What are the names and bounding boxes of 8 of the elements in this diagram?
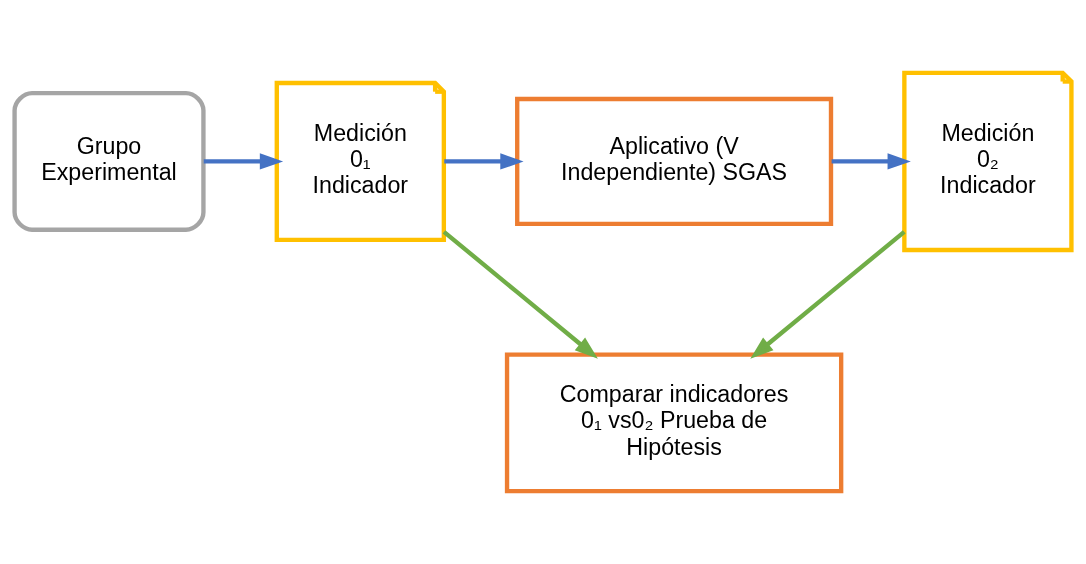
node-box: Grupo Experimental (12, 90, 206, 232)
node-box: Aplicativo (V Independiente) SGAS (515, 96, 834, 227)
arrow (444, 153, 524, 170)
node-box: Comparar indicadores 0₁ vs0₂ Prueba de Hipótesis (504, 352, 844, 494)
arrow (831, 153, 911, 170)
arrow (203, 153, 284, 170)
arrow (750, 230, 906, 359)
arrow (442, 230, 598, 359)
